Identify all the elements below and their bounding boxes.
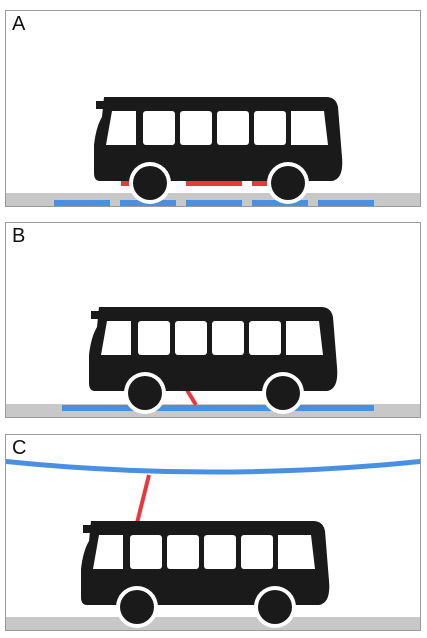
panel-label: A [12, 13, 26, 35]
bus-icon [89, 307, 338, 414]
current-collector [186, 179, 242, 186]
panel-c-illustration [6, 458, 420, 630]
bus-icon [81, 521, 330, 628]
panel-b-illustration [6, 307, 420, 417]
road-surface [6, 617, 420, 630]
bus-icon [94, 97, 343, 204]
panel-a: A [5, 10, 421, 207]
panel-b: B [5, 222, 421, 418]
trolley-pole [135, 474, 151, 524]
panel-c: C [5, 434, 421, 631]
conductor-segment [318, 200, 374, 206]
panel-label: C [12, 437, 27, 459]
panel-a-illustration [6, 97, 420, 206]
panel-label: B [12, 225, 26, 247]
conductor-segment [186, 200, 242, 206]
continuous-conductor [62, 405, 374, 411]
overhead-wire [6, 458, 420, 475]
conductor-segment [252, 200, 308, 206]
conductor-segment [54, 200, 110, 206]
